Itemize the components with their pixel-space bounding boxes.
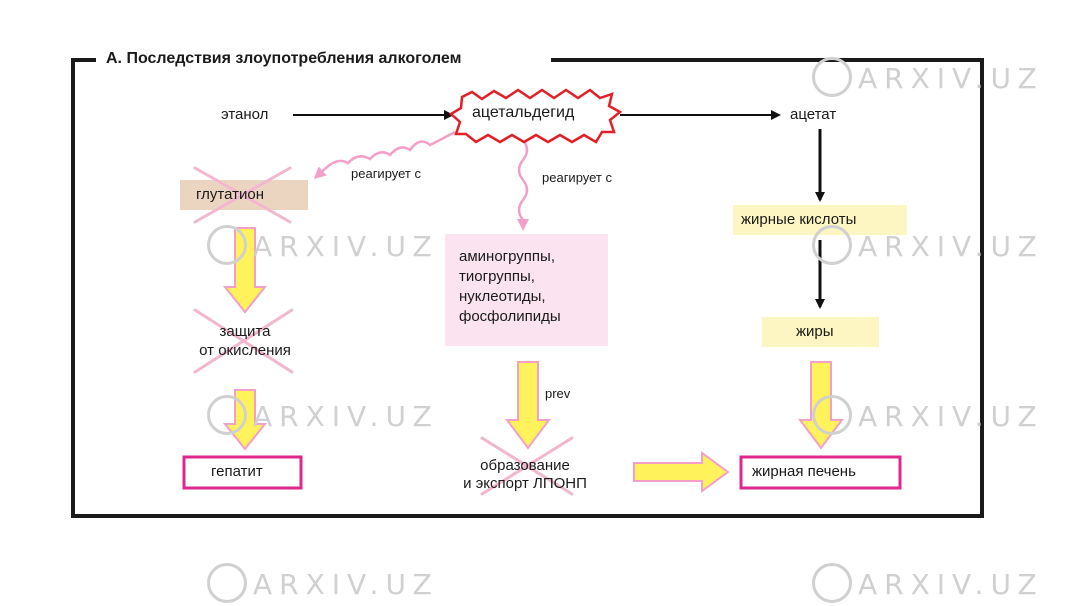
watermark-logo-icon (812, 563, 852, 603)
watermark: ARXIV.UZ (812, 563, 1044, 606)
vldl-line-2: и экспорт ЛПОНП (463, 475, 587, 492)
panel-frame (71, 58, 984, 518)
fatty-liver-box (739, 455, 902, 490)
node-vldl: образование и экспорт ЛПОНП (440, 457, 610, 493)
node-ethanol: этанол (221, 106, 269, 123)
wavy-arrow-to-groups (517, 139, 529, 231)
edge-label-reacts-center: реагирует с (542, 170, 612, 185)
protection-line-1: защита (219, 323, 271, 340)
cross-glutathione (193, 166, 292, 224)
vldl-line-1: образование (480, 457, 570, 474)
watermark-logo-icon (207, 395, 247, 435)
node-acetate: ацетат (790, 106, 837, 123)
groups-line-4: фосфолипиды (459, 308, 561, 325)
node-fatty-liver: жирная печень (752, 463, 856, 480)
fats-box (762, 317, 879, 347)
yellow-arrow-vldl-to-fatty-liver (633, 451, 730, 493)
edge-label-reacts-left: реагирует с (351, 166, 421, 181)
acetaldehyde-starburst (448, 88, 623, 144)
watermark-logo-icon (207, 225, 247, 265)
watermark-logo-icon (207, 563, 247, 603)
cross-vldl (480, 436, 574, 496)
watermark: ARXIV.UZ (812, 57, 1044, 100)
groups-box (445, 234, 608, 346)
node-acetaldehyde: ацетальдегид (472, 104, 575, 121)
node-glutathione: глутатион (196, 186, 264, 203)
edge-label-prev: prev (545, 386, 571, 401)
node-fats: жиры (796, 323, 834, 340)
watermark: ARXIV.UZ (812, 225, 1044, 268)
watermark-logo-icon (812, 395, 852, 435)
groups-line-2: тиогруппы, (459, 268, 535, 285)
cross-protection (193, 308, 294, 374)
watermark: ARXIV.UZ (207, 395, 439, 438)
node-hepatitis: гепатит (211, 463, 263, 480)
watermark: ARXIV.UZ (207, 225, 439, 268)
watermark: ARXIV.UZ (812, 395, 1044, 438)
yellow-arrow-groups-to-vldl (505, 361, 551, 450)
node-fatty-acids: жирные кислоты (741, 211, 857, 228)
node-protection: защита от окисления (175, 322, 315, 360)
groups-line-1: аминогруппы, (459, 248, 555, 265)
wavy-arrow-to-glutathione (313, 130, 456, 180)
protection-line-2: от окисления (199, 342, 291, 359)
groups-line-3: нуклеотиды, (459, 288, 546, 305)
panel-title: А. Последствия злоупотребления алкоголем (100, 50, 468, 68)
watermark: ARXIV.UZ (207, 563, 439, 606)
watermark-logo-icon (812, 57, 852, 97)
hepatitis-box (182, 455, 303, 490)
watermark-logo-icon (812, 225, 852, 265)
node-groups: аминогруппы, тиогруппы, нуклеотиды, фосф… (459, 247, 561, 327)
